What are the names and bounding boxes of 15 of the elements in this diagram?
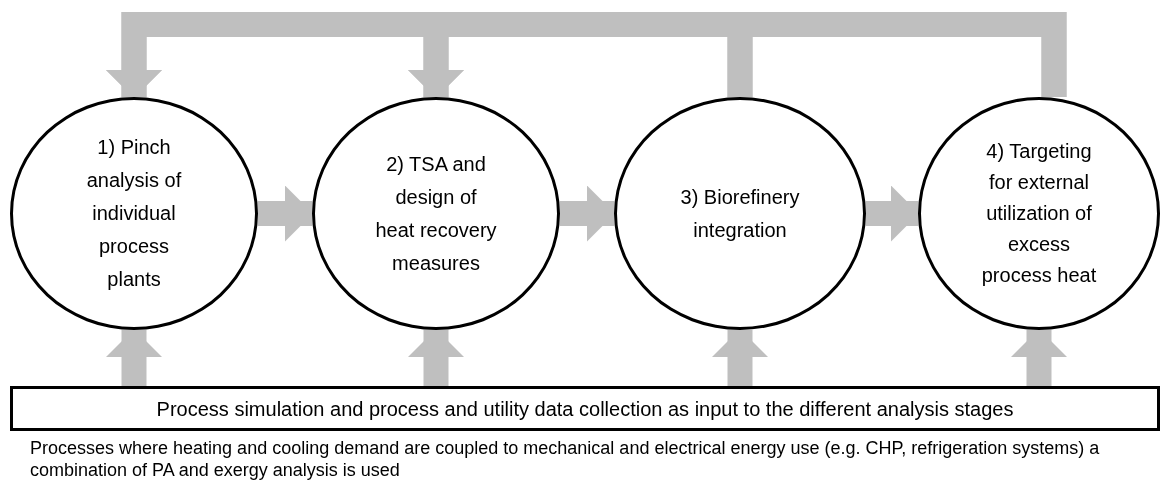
stage-label: 2) TSA and design of heat recovery measures	[374, 151, 498, 276]
block-arrow	[408, 329, 464, 386]
block-arrow	[560, 185, 615, 242]
block-arrow	[1011, 329, 1067, 386]
stage-label: 1) Pinch analysis of individual process plants	[85, 135, 183, 292]
stage-label: 4) Targeting for external utilization of excess process heat	[980, 139, 1098, 288]
footnote: Processes where heating and cooling demand are coupled to mechanical and electrical energy use (e.g. CHP, refrigeration systems) a combination of PA and exergy analysis is used	[30, 437, 1101, 481]
block-arrow	[712, 329, 768, 386]
block-arrow	[258, 185, 313, 242]
block-arrow	[106, 329, 162, 386]
input-box	[10, 386, 1160, 431]
box-label: Process simulation and process and utility data collection as input to the different analysis stages	[155, 396, 1015, 421]
block-arrow	[408, 12, 1067, 98]
stage-label: 3) Biorefinery integration	[679, 184, 801, 243]
block-arrow	[866, 185, 919, 242]
